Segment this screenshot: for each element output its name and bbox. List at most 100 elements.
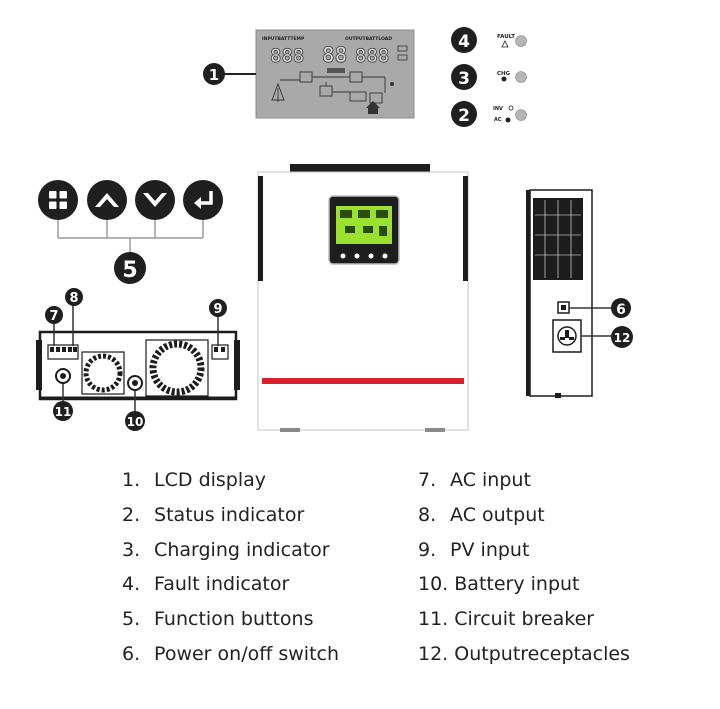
callout-3: 3 (451, 64, 477, 90)
callout-11: 11 (53, 401, 73, 421)
home-icon (366, 101, 380, 108)
inverter-bottom-view (36, 330, 240, 401)
legend-item-number: 11. (418, 608, 449, 631)
legend-item: 8. AC output (418, 503, 630, 538)
panel-button-up[interactable] (354, 253, 360, 259)
chevron-down-icon (143, 193, 167, 207)
callout-2: 2 (451, 101, 477, 127)
svg-text:2: 2 (458, 106, 470, 126)
legend-item-text: Fault indicator (154, 573, 290, 596)
legend-item-text: AC input (450, 469, 531, 491)
lcd-input-header: INPUTBATTTEMP (262, 36, 305, 42)
legend-item: 7. AC input (418, 468, 630, 503)
legend-item-text: AC output (450, 503, 545, 526)
chg-dot (501, 76, 507, 82)
callout-8: 8 (65, 288, 83, 306)
callout-6: 6 (611, 298, 631, 318)
legend-item-text: Status indicator (154, 503, 305, 526)
svg-text:1: 1 (209, 66, 219, 84)
fan-icon (390, 82, 394, 86)
svg-text:3: 3 (458, 69, 470, 89)
legend-item-text: Circuit breaker (454, 608, 595, 631)
legend-item: 6. Power on/off switch (122, 642, 339, 677)
legend-item-text: Charging indicator (154, 538, 330, 561)
legend-item-text: PV input (450, 538, 530, 561)
ac-label: AC (494, 117, 502, 123)
fault-label: FAULT (497, 34, 515, 40)
sun-icon (508, 105, 514, 111)
down-button[interactable] (135, 180, 175, 220)
grid-icon (49, 191, 67, 209)
legend-item-text: Battery input (454, 573, 580, 596)
red-stripe (262, 378, 464, 384)
lcd-mode-box (327, 68, 345, 73)
svg-text:9: 9 (213, 302, 222, 317)
legend-item-number: 6. (122, 642, 141, 665)
lcd-flow-diagram (277, 71, 386, 104)
inverter-front (257, 164, 469, 432)
lcd-digits-left: 888 (270, 45, 304, 67)
legend-item-number: 8. (418, 503, 437, 526)
legend-item: 11. Circuit breaker (418, 607, 630, 642)
inverter-side-view (526, 189, 593, 398)
warning-icon (501, 40, 509, 48)
svg-text:6: 6 (616, 302, 626, 318)
callout-9: 9 (209, 299, 227, 317)
lcd-digits-center: 88 (322, 43, 347, 67)
legend-item: 5. Function buttons (122, 607, 339, 642)
legend-item-number: 7. (418, 469, 437, 491)
fan-right (145, 339, 209, 397)
callout-12: 12 (611, 326, 633, 348)
pylon-icon (271, 82, 285, 101)
chevron-up-icon (95, 193, 119, 207)
callout-10: 10 (125, 411, 145, 431)
inv-label: INV (493, 106, 503, 112)
legend-item-text: Outputreceptacles (454, 642, 630, 665)
chg-label: CHG (497, 71, 511, 77)
menu-button[interactable] (38, 180, 78, 220)
enter-arrow-icon (194, 191, 213, 209)
legend-item: 4. Fault indicator (122, 572, 339, 607)
panel-button-enter[interactable] (382, 253, 388, 259)
svg-text:11: 11 (55, 405, 72, 419)
legend-item-number: 2. (122, 503, 141, 526)
legend-item: 10. Battery input (418, 572, 630, 607)
legend-item: 2. Status indicator (122, 503, 339, 538)
callout-1: 1 (203, 63, 225, 85)
lcd-display: INPUTBATTTEMP OUTPUTBATTLOAD 888 88 888 (255, 29, 415, 119)
svg-text:10: 10 (127, 415, 144, 429)
legend-item-text: Power on/off switch (154, 642, 340, 665)
callout-5: 5 (114, 252, 146, 284)
legend-item-text: Function buttons (154, 608, 314, 631)
legend-item: 1. LCD display (122, 468, 339, 503)
svg-text:5: 5 (122, 258, 137, 283)
legend-item-number: 10. (418, 573, 449, 596)
svg-text:8: 8 (69, 291, 78, 306)
callout-4: 4 (451, 27, 477, 53)
legend-item-number: 3. (122, 538, 141, 561)
enter-button[interactable] (183, 180, 223, 220)
svg-text:7: 7 (49, 309, 58, 324)
fan-left (81, 351, 125, 395)
legend-item-number: 4. (122, 573, 141, 596)
callout-7: 7 (45, 306, 63, 324)
legend-item: 9. PV input (418, 538, 630, 573)
lcd-output-header: OUTPUTBATTLOAD (345, 36, 392, 42)
up-button[interactable] (87, 180, 127, 220)
svg-text:12: 12 (614, 331, 631, 345)
legend-item-number: 12. (418, 642, 449, 665)
buttons-bracket (57, 220, 204, 253)
ac-dot (505, 117, 511, 123)
panel-button-menu[interactable] (340, 253, 346, 259)
legend-item: 3. Charging indicator (122, 538, 339, 573)
chg-led (515, 71, 527, 83)
legend-item: 12. Outputreceptacles (418, 642, 630, 677)
legend-item-number: 9. (418, 538, 437, 561)
legend-item-text: LCD display (154, 469, 267, 491)
fault-led (515, 35, 527, 47)
panel-button-down[interactable] (368, 253, 374, 259)
legend-item-number: 5. (122, 608, 141, 631)
